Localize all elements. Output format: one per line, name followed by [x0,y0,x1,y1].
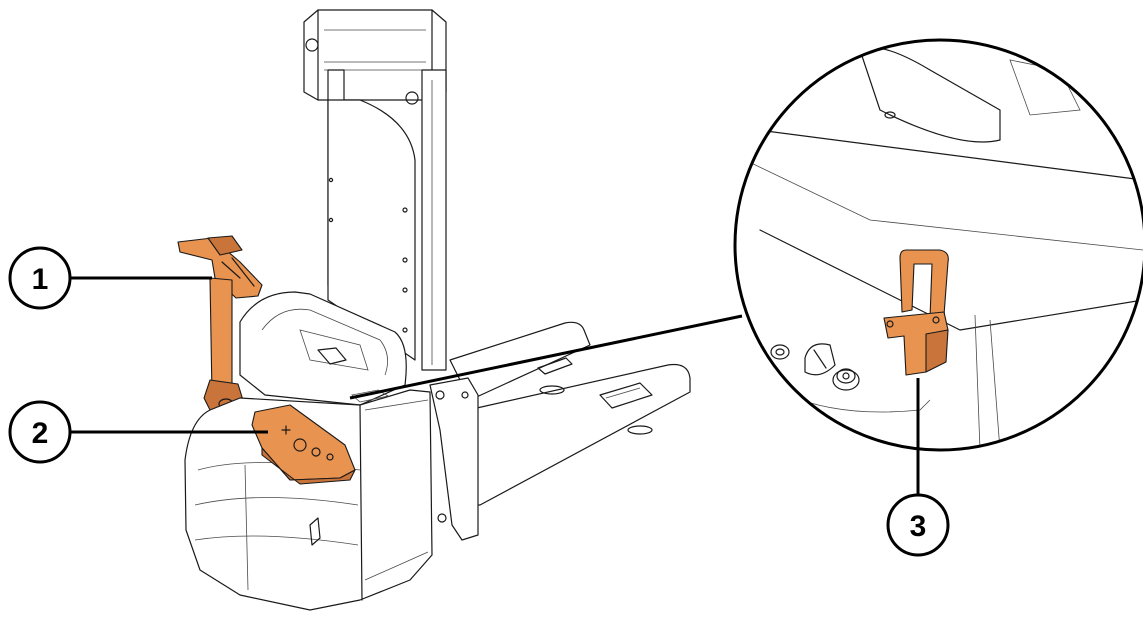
rotary-switch [804,343,836,376]
magnifier-rim [733,38,1143,452]
key-switch [770,344,790,360]
callout-1-circle [8,246,72,310]
callout-1: 1 [8,246,72,310]
callout-3-label: 3 [910,510,927,543]
callout-2-circle [8,400,72,464]
callout-1-label: 1 [32,263,49,296]
mast-bolts [328,177,408,333]
magnifier-detail [733,38,1143,452]
emergency-button [832,368,860,391]
callout-2-label: 2 [32,417,49,450]
callout-3-circle [886,493,950,557]
leader-lines [70,276,920,494]
mast [303,9,447,371]
battery-connector [883,249,949,376]
callout-2: 2 [8,400,72,464]
magnifier-connector-line [349,314,743,400]
callout-3: 3 [886,493,950,557]
truck-body [184,291,433,611]
tiller-shaft [209,277,233,396]
